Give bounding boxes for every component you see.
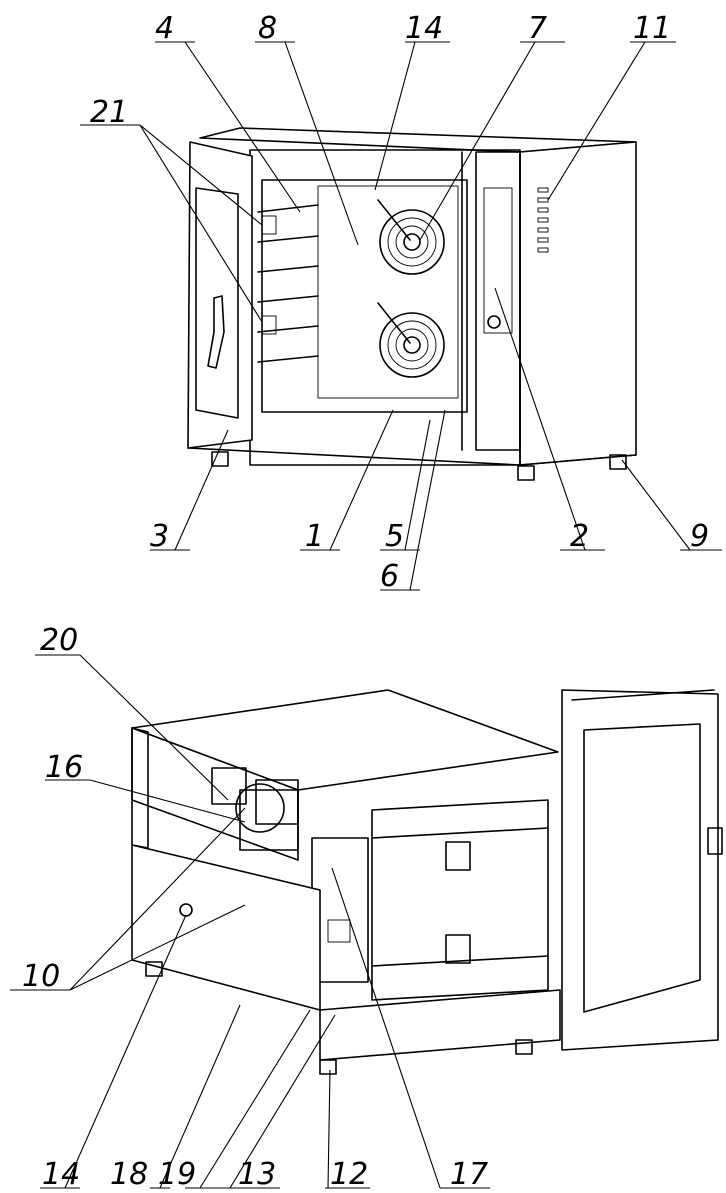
callout-3: 3	[150, 519, 169, 554]
callout-17: 17	[450, 1157, 488, 1192]
callout-2: 2	[570, 519, 589, 554]
callout-12: 12	[330, 1157, 368, 1192]
leader-lines-bottom	[10, 654, 490, 1189]
leader-lines-top	[80, 41, 722, 591]
callout-4: 4	[155, 11, 174, 46]
callout-8: 8	[258, 11, 277, 46]
control-panel	[461, 151, 521, 451]
callout-19: 19	[158, 1157, 196, 1192]
oven-front-view	[187, 127, 637, 481]
callout-14-bottom: 14	[42, 1157, 80, 1192]
callout-14: 14	[405, 11, 443, 46]
callout-6: 6	[380, 559, 399, 594]
open-door-rear	[561, 689, 723, 1051]
fan-upper	[377, 199, 445, 275]
callout-21: 21	[90, 95, 128, 130]
open-door	[187, 141, 253, 449]
callout-16: 16	[45, 750, 83, 785]
callout-10: 10	[22, 959, 60, 994]
callout-18: 18	[110, 1157, 148, 1192]
oven-rear-view	[131, 689, 723, 1075]
callout-20: 20	[40, 623, 78, 658]
callout-1: 1	[305, 519, 324, 554]
callout-numbers: 4 8 14 7 11 21 3 1 5 6 2 9 20 16 10 14 1…	[22, 11, 709, 1192]
shelf-rails	[257, 204, 319, 363]
callout-5: 5	[385, 519, 404, 554]
fan-lower	[377, 302, 445, 378]
callout-7: 7	[528, 11, 547, 46]
callout-9: 9	[690, 519, 709, 554]
callout-11: 11	[633, 11, 671, 46]
callout-13: 13	[238, 1157, 276, 1192]
